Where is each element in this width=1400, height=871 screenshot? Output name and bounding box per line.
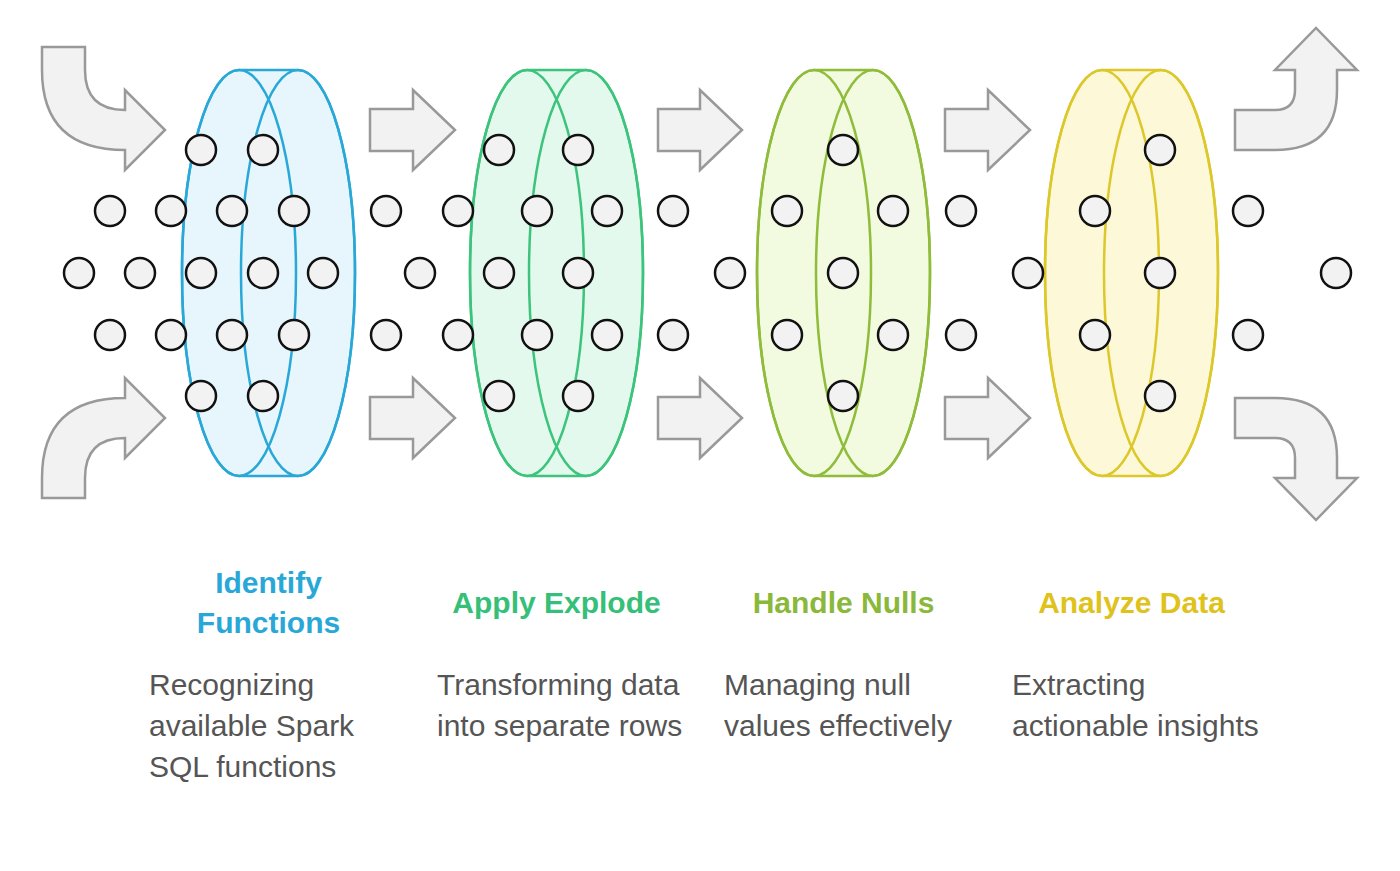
stage-ring: Handle NullsManaging null values effecti… [755,68,932,478]
stage-ring: Apply ExplodeTransforming data into sepa… [468,68,645,478]
exit-arrow [1235,398,1357,520]
block-arrow [370,378,455,458]
ring-band [1045,70,1218,476]
ring-edge [529,70,643,476]
stage-ring: Analyze DataExtracting actionable insigh… [1043,68,1220,478]
ring-outline [180,68,357,478]
ring-edge [757,70,871,476]
data-dot [946,320,976,350]
data-dot [658,320,688,350]
data-dot [715,258,745,288]
data-dot [371,196,401,226]
data-dot [1233,196,1263,226]
block-arrow [658,378,742,458]
data-dot [946,196,976,226]
stage-title: Apply Explode [452,583,660,623]
entry-arrow [42,47,165,170]
data-dot [1013,258,1043,288]
stage-title: Identify Functions [149,563,389,643]
ring-edge [1104,70,1218,476]
flow-connector [945,90,1030,458]
ring-edge [470,70,584,476]
exit-arrow [1235,28,1357,150]
ring-edge [1045,70,1159,476]
data-dot [95,196,125,226]
stage-description: Managing null values effectively [724,664,974,746]
block-arrow [370,90,455,170]
data-dot [1233,320,1263,350]
stage-description: Extracting actionable insights [1012,664,1262,746]
stage-description: Recognizing available Spark SQL function… [149,664,399,787]
data-dot [405,258,435,288]
block-arrow [945,90,1030,170]
ring-outline [755,68,932,478]
data-dot [64,258,94,288]
flow-connector [658,90,742,458]
data-dot [95,320,125,350]
data-dot [1321,258,1351,288]
data-dot [371,320,401,350]
ring-outline [468,68,645,478]
ring-edge [182,70,296,476]
ring-outline [1043,68,1220,478]
data-dot [443,196,473,226]
stage-title: Analyze Data [1038,583,1225,623]
block-arrow [945,378,1030,458]
data-dot [443,320,473,350]
ring-band [470,70,643,476]
ring-band [182,70,355,476]
stage-title: Handle Nulls [753,583,935,623]
entry-arrow [42,378,165,498]
ring-edge [241,70,355,476]
ring-edge [816,70,930,476]
data-dot [658,196,688,226]
flow-connector [370,90,455,458]
stage-ring: Identify FunctionsRecognizing available … [180,68,357,478]
stage-description: Transforming data into separate rows [437,664,687,746]
data-dot [125,258,155,288]
data-dot [156,320,186,350]
ring-band [757,70,930,476]
block-arrow [658,90,742,170]
data-dot [156,196,186,226]
